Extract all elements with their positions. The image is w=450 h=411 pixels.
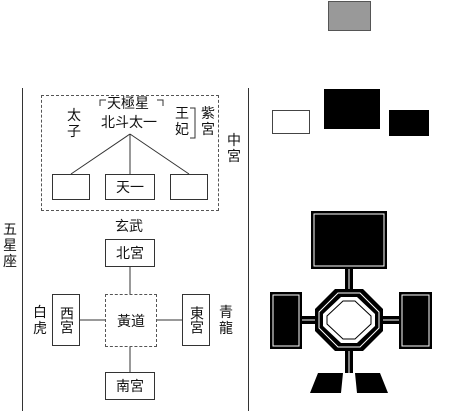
- crown-prince-label: 太子: [67, 108, 81, 140]
- west-palace-box: 西宮: [52, 294, 80, 346]
- ecliptic-box: 黃道: [105, 294, 157, 347]
- north-guardian-label: 玄武: [115, 219, 143, 235]
- five-constellations-label: 五星座: [3, 222, 17, 270]
- central-palace-label: 中宮: [227, 133, 241, 165]
- tianyi-box: 天一: [105, 174, 155, 200]
- central-right-box: [170, 174, 208, 200]
- celestial-pole-label: 天極星: [107, 96, 149, 112]
- east-palace-box: 東宮: [182, 294, 210, 346]
- central-palace-region: [41, 95, 219, 211]
- east-guardian-label: 青龍: [219, 305, 233, 337]
- center-divider: [248, 88, 249, 411]
- purple-palace-label: 紫宮: [201, 106, 215, 138]
- right-black-rect-1: [324, 89, 380, 129]
- central-left-box: [52, 174, 90, 200]
- gray-square: [328, 1, 371, 31]
- left-divider: [22, 88, 23, 411]
- west-guardian-label: 白虎: [33, 305, 47, 337]
- west-palace-label: 西宮: [58, 306, 74, 334]
- king-consort-label: 王妃: [175, 106, 189, 138]
- east-palace-label: 東宮: [188, 306, 204, 334]
- right-black-rect-2: [389, 110, 429, 136]
- north-palace-box: 北宮: [105, 239, 155, 267]
- north-dipper-taiyi-label: 北斗太一: [101, 115, 157, 131]
- south-palace-box: 南宮: [105, 372, 155, 400]
- right-outline-rect: [272, 110, 310, 134]
